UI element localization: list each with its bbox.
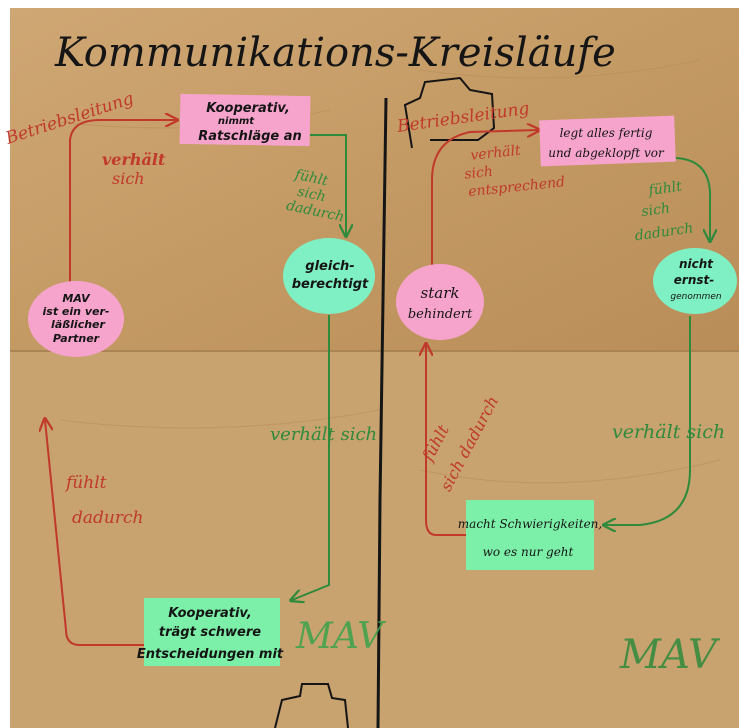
left-top-note-line3: Ratschläge an	[198, 129, 302, 144]
left-green-arrow-down	[310, 134, 346, 235]
right-bottom-note-line1: macht Schwierigkeiten,	[458, 517, 602, 531]
left-top-pink-note	[179, 93, 311, 147]
paper-top	[10, 8, 739, 353]
left-mav-label: MAV	[295, 616, 387, 657]
left-verhaelt-sich: verhält sich	[102, 150, 166, 188]
right-bottom-green-note	[466, 500, 594, 570]
left-fuehlt-line2: sich	[296, 184, 327, 206]
right-mav-label: MAV	[619, 632, 721, 678]
left-red-arrow-up	[69, 120, 176, 285]
left-verhaelt-line1: verhält	[102, 150, 166, 169]
left-fuehlt-dadurch-line2: dadurch	[72, 508, 143, 528]
right-red-arrow-up	[431, 130, 538, 282]
left-top-note-line1: Kooperativ,	[206, 101, 290, 116]
left-mav-line1: MAV	[62, 292, 91, 305]
left-mav-partner-oval	[28, 281, 124, 357]
right-fuehlt-line2: sich	[641, 200, 671, 220]
right-nicht-ernst-text: nicht ernst- genommen	[670, 257, 722, 302]
right-nicht-line1: nicht	[679, 257, 714, 271]
right-top-note-line2: und abgeklopft vor	[548, 146, 665, 160]
left-verhaelt-sich-long: verhält sich	[270, 424, 377, 445]
right-nicht-line2: ernst-	[674, 273, 714, 287]
right-nicht-ernst-oval	[653, 248, 737, 314]
left-bottom-note-line1: Kooperativ,	[168, 606, 252, 621]
left-bottom-note-line3: Entscheidungen mit	[137, 647, 284, 662]
left-red-arrow-loop	[45, 420, 148, 646]
left-top-note-line2: nimmt	[218, 116, 255, 127]
left-gleichberechtigt-text: gleich- berechtigt	[292, 259, 369, 292]
right-stark-line1: stark	[421, 284, 460, 302]
left-top-note-text: Kooperativ, nimmt Ratschläge an	[198, 101, 302, 144]
left-mav-line2: ist ein ver-	[43, 305, 110, 318]
right-green-arrow-down	[675, 157, 710, 240]
left-fuehlt-line1: fühlt	[292, 167, 329, 190]
left-fuehlt-dadurch-line1: fühlt	[64, 473, 107, 493]
right-stark-behindert-text: stark behindert	[408, 284, 473, 322]
right-verhaelt-line1: verhält	[470, 143, 522, 164]
right-green-line-down	[605, 316, 691, 525]
right-verhaelt-sich-long: verhält sich	[612, 421, 725, 443]
left-mav-partner-text: MAV ist ein ver- läßlicher Partner	[43, 292, 110, 345]
right-bottom-note-line2: wo es nur geht	[483, 545, 574, 559]
paper-bottom	[10, 350, 739, 728]
right-fuehlt-line1: fühlt	[647, 178, 684, 199]
left-mav-line3: läßlicher	[51, 318, 105, 331]
right-verhaelt-line2: sich	[464, 164, 494, 183]
bottom-sketch-drawing	[274, 683, 349, 728]
left-verhaelt-line2: sich	[112, 169, 145, 188]
left-fuehlt-dadurch: fühlt dadurch	[64, 473, 143, 528]
right-nicht-line3: genommen	[670, 292, 722, 302]
right-red-arrow-loop	[426, 345, 468, 536]
left-green-line-down	[292, 315, 330, 600]
right-top-pink-note	[539, 115, 676, 167]
left-bottom-green-note	[144, 598, 280, 666]
poster-title: Kommunikations-Kreisläufe	[54, 30, 616, 76]
left-bottom-note-text: Kooperativ, trägt schwere Entscheidungen…	[137, 606, 284, 662]
right-top-note-line1: legt alles fertig	[560, 126, 653, 140]
center-divider	[376, 97, 388, 728]
left-gleich-line2: berechtigt	[292, 277, 369, 292]
right-stark-behindert-oval	[396, 264, 484, 340]
right-top-note-text: legt alles fertig und abgeklopft vor	[548, 126, 665, 160]
left-gleichberechtigt-oval	[283, 238, 375, 314]
right-top-sketch-drawing	[403, 76, 496, 149]
right-bottom-note-text: macht Schwierigkeiten, wo es nur geht	[458, 517, 602, 559]
left-bottom-note-line2: trägt schwere	[159, 625, 261, 640]
right-stark-line2: behindert	[408, 307, 473, 322]
left-gleich-line1: gleich-	[305, 259, 354, 274]
left-mav-line4: Partner	[53, 332, 100, 345]
